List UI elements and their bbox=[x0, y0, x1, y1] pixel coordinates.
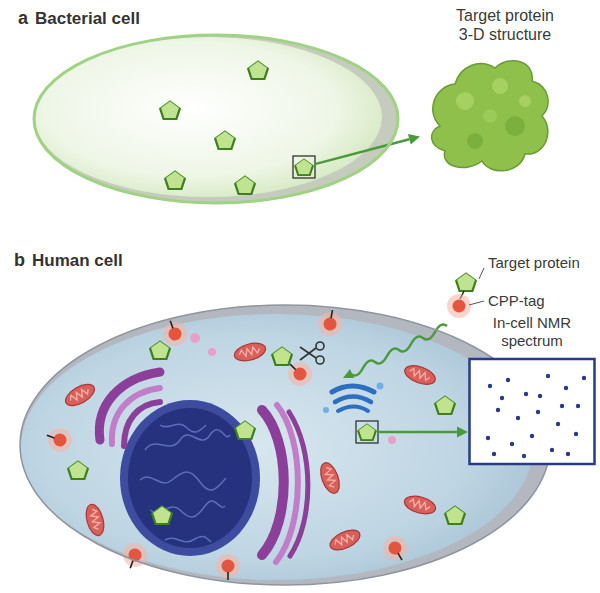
arrow-connector bbox=[378, 427, 468, 438]
node-label: In-cell NMR spectrum bbox=[476, 314, 588, 350]
heading: b Human cell bbox=[14, 248, 123, 271]
heading: a Bacterial cell bbox=[18, 6, 140, 29]
leader-line bbox=[479, 268, 484, 279]
bacterial-cell-shape bbox=[18, 6, 400, 206]
nmr-spectrum-box: In-cell NMR spectrum bbox=[468, 314, 596, 466]
scissors-symbol bbox=[300, 342, 324, 364]
protein-structure: Target protein 3-D structure bbox=[420, 6, 590, 182]
callout-text: Target protein bbox=[488, 254, 580, 271]
callout-text: CPP-tag bbox=[488, 292, 545, 309]
leader-line bbox=[469, 301, 484, 305]
node-label: Target protein 3-D structure bbox=[449, 6, 561, 44]
panel-letter: b bbox=[14, 250, 25, 270]
bacterial-cell-body bbox=[34, 35, 398, 203]
callout-label: CPP-tag bbox=[488, 292, 545, 310]
arrow-connector bbox=[315, 134, 420, 164]
wavy-arrow bbox=[351, 324, 447, 375]
panel-letter: a bbox=[18, 8, 28, 28]
callout-label: Target protein bbox=[488, 254, 580, 272]
bacterial-cell: a Bacterial cell bbox=[18, 6, 400, 206]
panel-title: Human cell bbox=[32, 251, 123, 270]
panel-title: Bacterial cell bbox=[35, 9, 140, 28]
